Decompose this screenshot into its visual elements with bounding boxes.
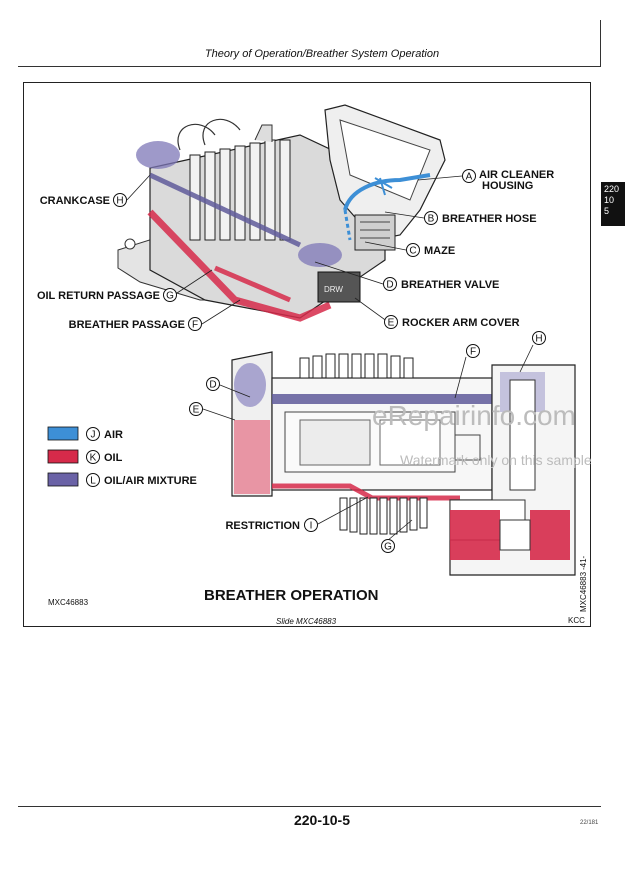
callout-f: BREATHER PASSAGE F	[69, 317, 202, 331]
callout-b: B BREATHER HOSE	[424, 211, 537, 225]
top-leader-lines	[126, 174, 463, 325]
callout-e: E ROCKER ARM COVER	[384, 315, 520, 329]
legend-item-air: J AIR	[47, 426, 123, 441]
callout-g-label: OIL RETURN PASSAGE	[37, 290, 160, 302]
callout-b-letter: B	[428, 214, 435, 225]
section-callout-g: G	[381, 539, 395, 553]
callout-c: C MAZE	[406, 243, 455, 257]
section-callout-h-letter: H	[535, 334, 542, 345]
callout-g: OIL RETURN PASSAGE G	[37, 288, 177, 302]
vertical-mark: -41-	[579, 555, 588, 570]
callout-c-letter: C	[409, 246, 416, 257]
callout-h-letter: H	[116, 196, 123, 207]
legend-swatch-oil	[47, 449, 79, 464]
bottom-leader-lines	[202, 344, 534, 542]
callout-f-letter: F	[192, 320, 198, 331]
callout-a: A AIR CLEANER HOUSING	[462, 169, 554, 192]
section-callout-d: D	[206, 377, 220, 391]
callout-i: RESTRICTION I	[225, 518, 318, 532]
legend-letter-air: J	[91, 430, 96, 441]
callout-e-letter: E	[388, 318, 395, 329]
callout-e-label: ROCKER ARM COVER	[402, 317, 520, 329]
section-tab-line: 220	[604, 184, 620, 194]
legend-letter-oil-air: L	[90, 476, 96, 487]
callout-h-label: CRANKCASE	[40, 195, 110, 207]
section-callout-d-letter: D	[209, 380, 216, 391]
section-tab-line: 10	[604, 195, 615, 205]
section-callout-f-letter: F	[470, 347, 476, 358]
footer-code: 22/181	[580, 820, 599, 826]
callout-i-letter: I	[310, 521, 313, 532]
svg-text:DRW: DRW	[324, 285, 343, 294]
section-tab: 220 10 5	[601, 182, 625, 226]
watermark-text: eRepairinfo.com	[372, 400, 576, 431]
page-header-title: Theory of Operation/Breather System Oper…	[204, 48, 440, 60]
section-callout-e-letter: E	[193, 405, 200, 416]
vertical-figure-code: MXC46883	[579, 571, 588, 612]
callout-a-label-line2: HOUSING	[482, 180, 533, 192]
callout-a-letter: A	[466, 172, 473, 183]
header-bottom-rule	[18, 66, 601, 67]
callout-f-label: BREATHER PASSAGE	[69, 319, 185, 331]
callout-d-letter: D	[386, 280, 393, 291]
legend-swatch-oil-air	[47, 472, 79, 487]
section-tab-line: 5	[604, 206, 610, 216]
callout-d-label: BREATHER VALVE	[401, 279, 499, 291]
footer-rule	[18, 806, 601, 807]
section-callout-h: H	[532, 331, 546, 345]
section-callout-f: F	[466, 344, 480, 358]
legend-label-oil: OIL	[104, 452, 123, 464]
legend: J AIR K OIL L OIL/AIR MIXTURE	[47, 426, 197, 487]
section-callout-g-letter: G	[384, 542, 392, 553]
section-callout-e: E	[189, 402, 203, 416]
callout-i-label: RESTRICTION	[225, 520, 300, 532]
figure-initials: KCC	[568, 616, 585, 625]
header-top-rule	[600, 20, 601, 66]
legend-swatch-air	[47, 426, 79, 441]
legend-letter-oil: K	[90, 453, 97, 464]
legend-item-oil: K OIL	[47, 449, 123, 464]
legend-label-oil-air: OIL/AIR MIXTURE	[104, 475, 197, 487]
slide-caption: Slide MXC46883	[276, 617, 337, 626]
legend-label-air: AIR	[104, 429, 123, 441]
watermark-note: Watermark only on this sample	[400, 452, 592, 468]
legend-item-oil-air: L OIL/AIR MIXTURE	[47, 472, 197, 487]
callout-h: CRANKCASE H	[40, 193, 127, 207]
callout-d: D BREATHER VALVE	[383, 277, 499, 291]
figure-code: MXC46883	[48, 598, 89, 607]
figure-title: BREATHER OPERATION	[204, 587, 378, 604]
page-number: 220-10-5	[293, 812, 351, 828]
callout-a-label: AIR CLEANER	[479, 169, 554, 181]
callout-c-label: MAZE	[424, 245, 455, 257]
callout-b-label: BREATHER HOSE	[442, 213, 537, 225]
callout-g-letter: G	[166, 291, 174, 302]
